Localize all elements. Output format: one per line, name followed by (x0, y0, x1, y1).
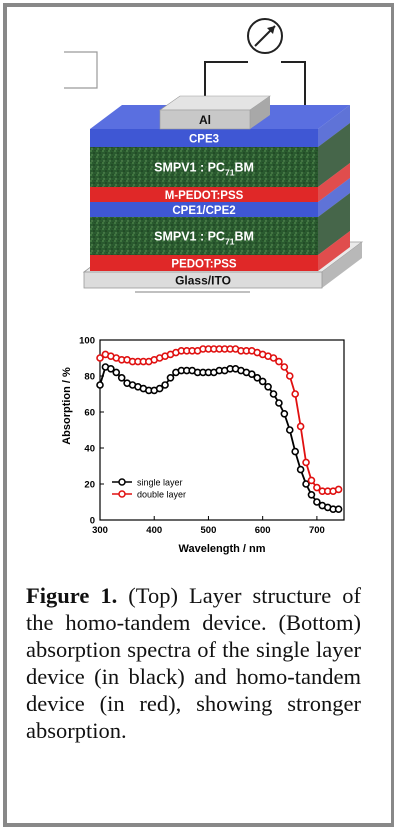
data-point (334, 485, 343, 494)
y-tick-label: 0 (90, 516, 95, 527)
data-point (313, 498, 321, 506)
al-electrode-side (250, 96, 270, 129)
al-electrode (159, 109, 251, 130)
cpe3-layer (90, 129, 318, 147)
cpe3-label: CPE3 (189, 134, 219, 146)
pedot-label: PEDOT:PSS (171, 259, 237, 271)
data-point (155, 384, 164, 393)
data-point (269, 390, 278, 398)
data-point (302, 480, 310, 488)
smpv1_bot-layer (90, 217, 318, 255)
x-axis-label: Wavelength / nm (179, 543, 266, 555)
data-point (96, 354, 104, 362)
data-point (107, 364, 115, 373)
smpv1_bot-side (318, 193, 350, 255)
data-point (96, 381, 104, 389)
data-point (313, 483, 321, 492)
data-point (280, 363, 289, 371)
legend-swatch-marker (118, 490, 126, 498)
data-point (280, 409, 289, 418)
glass-layer (83, 271, 323, 289)
y-tick-label: 60 (84, 408, 95, 419)
mpedot-layer (90, 187, 318, 202)
legend-label: single layer (137, 478, 183, 488)
y-tick-label: 100 (79, 336, 95, 347)
data-point (302, 458, 310, 467)
data-point (166, 373, 175, 382)
al-label: Al (199, 113, 211, 127)
x-tick-label: 600 (255, 525, 271, 536)
cpe12-layer (90, 202, 318, 217)
smpv1_top-layer (90, 147, 318, 187)
data-point (264, 382, 272, 391)
mpedot-side (318, 163, 350, 202)
x-tick-label: 700 (309, 525, 325, 536)
data-point (296, 422, 305, 431)
plot-frame (99, 339, 345, 521)
data-point (307, 490, 316, 499)
circuit-wire-left (204, 61, 248, 108)
glass-layer-label: Glass/ITO (175, 274, 231, 288)
mpedot-label: M-PEDOT:PSS (165, 190, 244, 202)
data-point (291, 447, 300, 456)
smpv1_top-side (318, 123, 350, 187)
y-tick-label: 20 (84, 480, 95, 491)
voltmeter-icon (247, 18, 283, 54)
data-point (258, 377, 267, 386)
caption-label: Figure 1. (26, 583, 118, 608)
pedot-layer (90, 255, 318, 271)
caption-text: (Top) Layer structure of the homo-tandem… (26, 583, 362, 743)
data-point (291, 390, 300, 398)
pedot-side (318, 231, 350, 271)
data-point (275, 357, 283, 366)
x-tick-label: 300 (92, 525, 108, 536)
data-point (269, 354, 278, 362)
absorption-chart: 300 400 500 600 700 0 20 40 60 80 100 single layer… (61, 336, 345, 555)
data-point (161, 381, 169, 389)
x-tick-label: 400 (146, 525, 162, 536)
legend-label: double layer (137, 490, 186, 500)
data-point (275, 399, 283, 407)
data-point (117, 373, 126, 382)
data-point (112, 368, 121, 377)
figure-caption: Figure 1. (Top) Layer structure of the h… (26, 582, 361, 744)
data-point (296, 465, 305, 474)
x-tick-label: 500 (201, 525, 217, 536)
y-tick-label: 40 (84, 444, 95, 455)
y-tick-label: 80 (84, 372, 95, 383)
legend-swatch-marker (118, 478, 126, 486)
data-point (285, 372, 294, 380)
data-point (248, 370, 256, 379)
data-point (285, 426, 294, 434)
glass-layer-side (322, 242, 362, 288)
left-bracket-line (64, 51, 98, 89)
data-point (307, 476, 316, 485)
cpe3-side (318, 105, 350, 147)
y-axis-label: Absorption / % (61, 367, 73, 445)
data-point (334, 505, 343, 514)
cpe12-side (318, 178, 350, 217)
data-point (253, 373, 262, 382)
cpe12-label: CPE1/CPE2 (172, 205, 235, 217)
